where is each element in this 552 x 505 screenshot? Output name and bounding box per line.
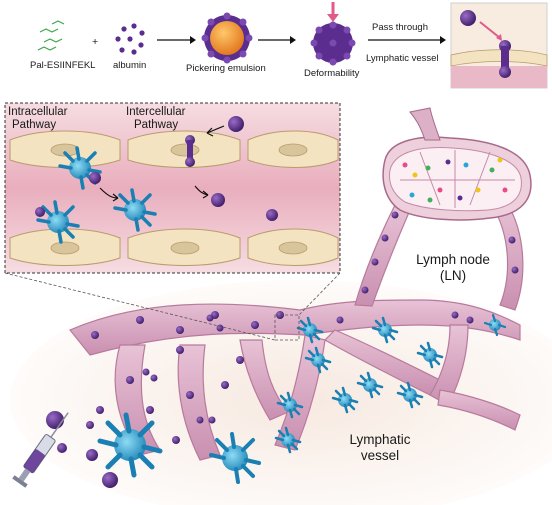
lymph-node-label: Lymph node (LN) (408, 252, 498, 284)
lymph-node-line1: Lymph node (416, 252, 490, 267)
lymphatic-vessel-label: Lymphatic vessel (340, 432, 420, 464)
lymph-node-line2: (LN) (439, 268, 467, 283)
intercellular-line1: Intercellular (126, 106, 186, 118)
intracellular-pathway-label: Intracellular Pathway (8, 106, 67, 132)
deformability-icon (310, 2, 356, 66)
process-arrows (157, 36, 446, 44)
pass-through-thumbnail (450, 2, 548, 89)
intercellular-line2: Pathway (134, 119, 179, 131)
dendritic-cells (97, 313, 507, 484)
inset-panel (4, 102, 341, 274)
pass-through-label: Pass through (372, 22, 428, 33)
pickering-emulsion-icon (201, 12, 253, 64)
plus-sign: + (92, 36, 99, 48)
nanoparticles (46, 211, 519, 488)
intracellular-line1: Intracellular (8, 106, 68, 118)
lymphatic-vessel-line2: vessel (360, 448, 400, 463)
lymphatic-vessel-line1: Lymphatic (349, 432, 411, 447)
peptide-label: Pal-ESIINFEKL (30, 60, 96, 71)
albumin-icon (115, 23, 145, 55)
albumin-label: albumin (113, 60, 147, 71)
pickering-emulsion-label: Pickering emulsion (186, 63, 266, 74)
intercellular-pathway-label: Intercellular Pathway (126, 106, 185, 132)
lymph-node (382, 107, 532, 221)
zoom-connector (4, 272, 341, 341)
deformability-label: Deformability (304, 68, 360, 79)
lymphatic-vessel-step-label: Lymphatic vessel (366, 53, 439, 64)
intracellular-line2: Pathway (12, 119, 57, 131)
syringe-icon (12, 412, 69, 488)
peptide-icon (37, 20, 65, 51)
